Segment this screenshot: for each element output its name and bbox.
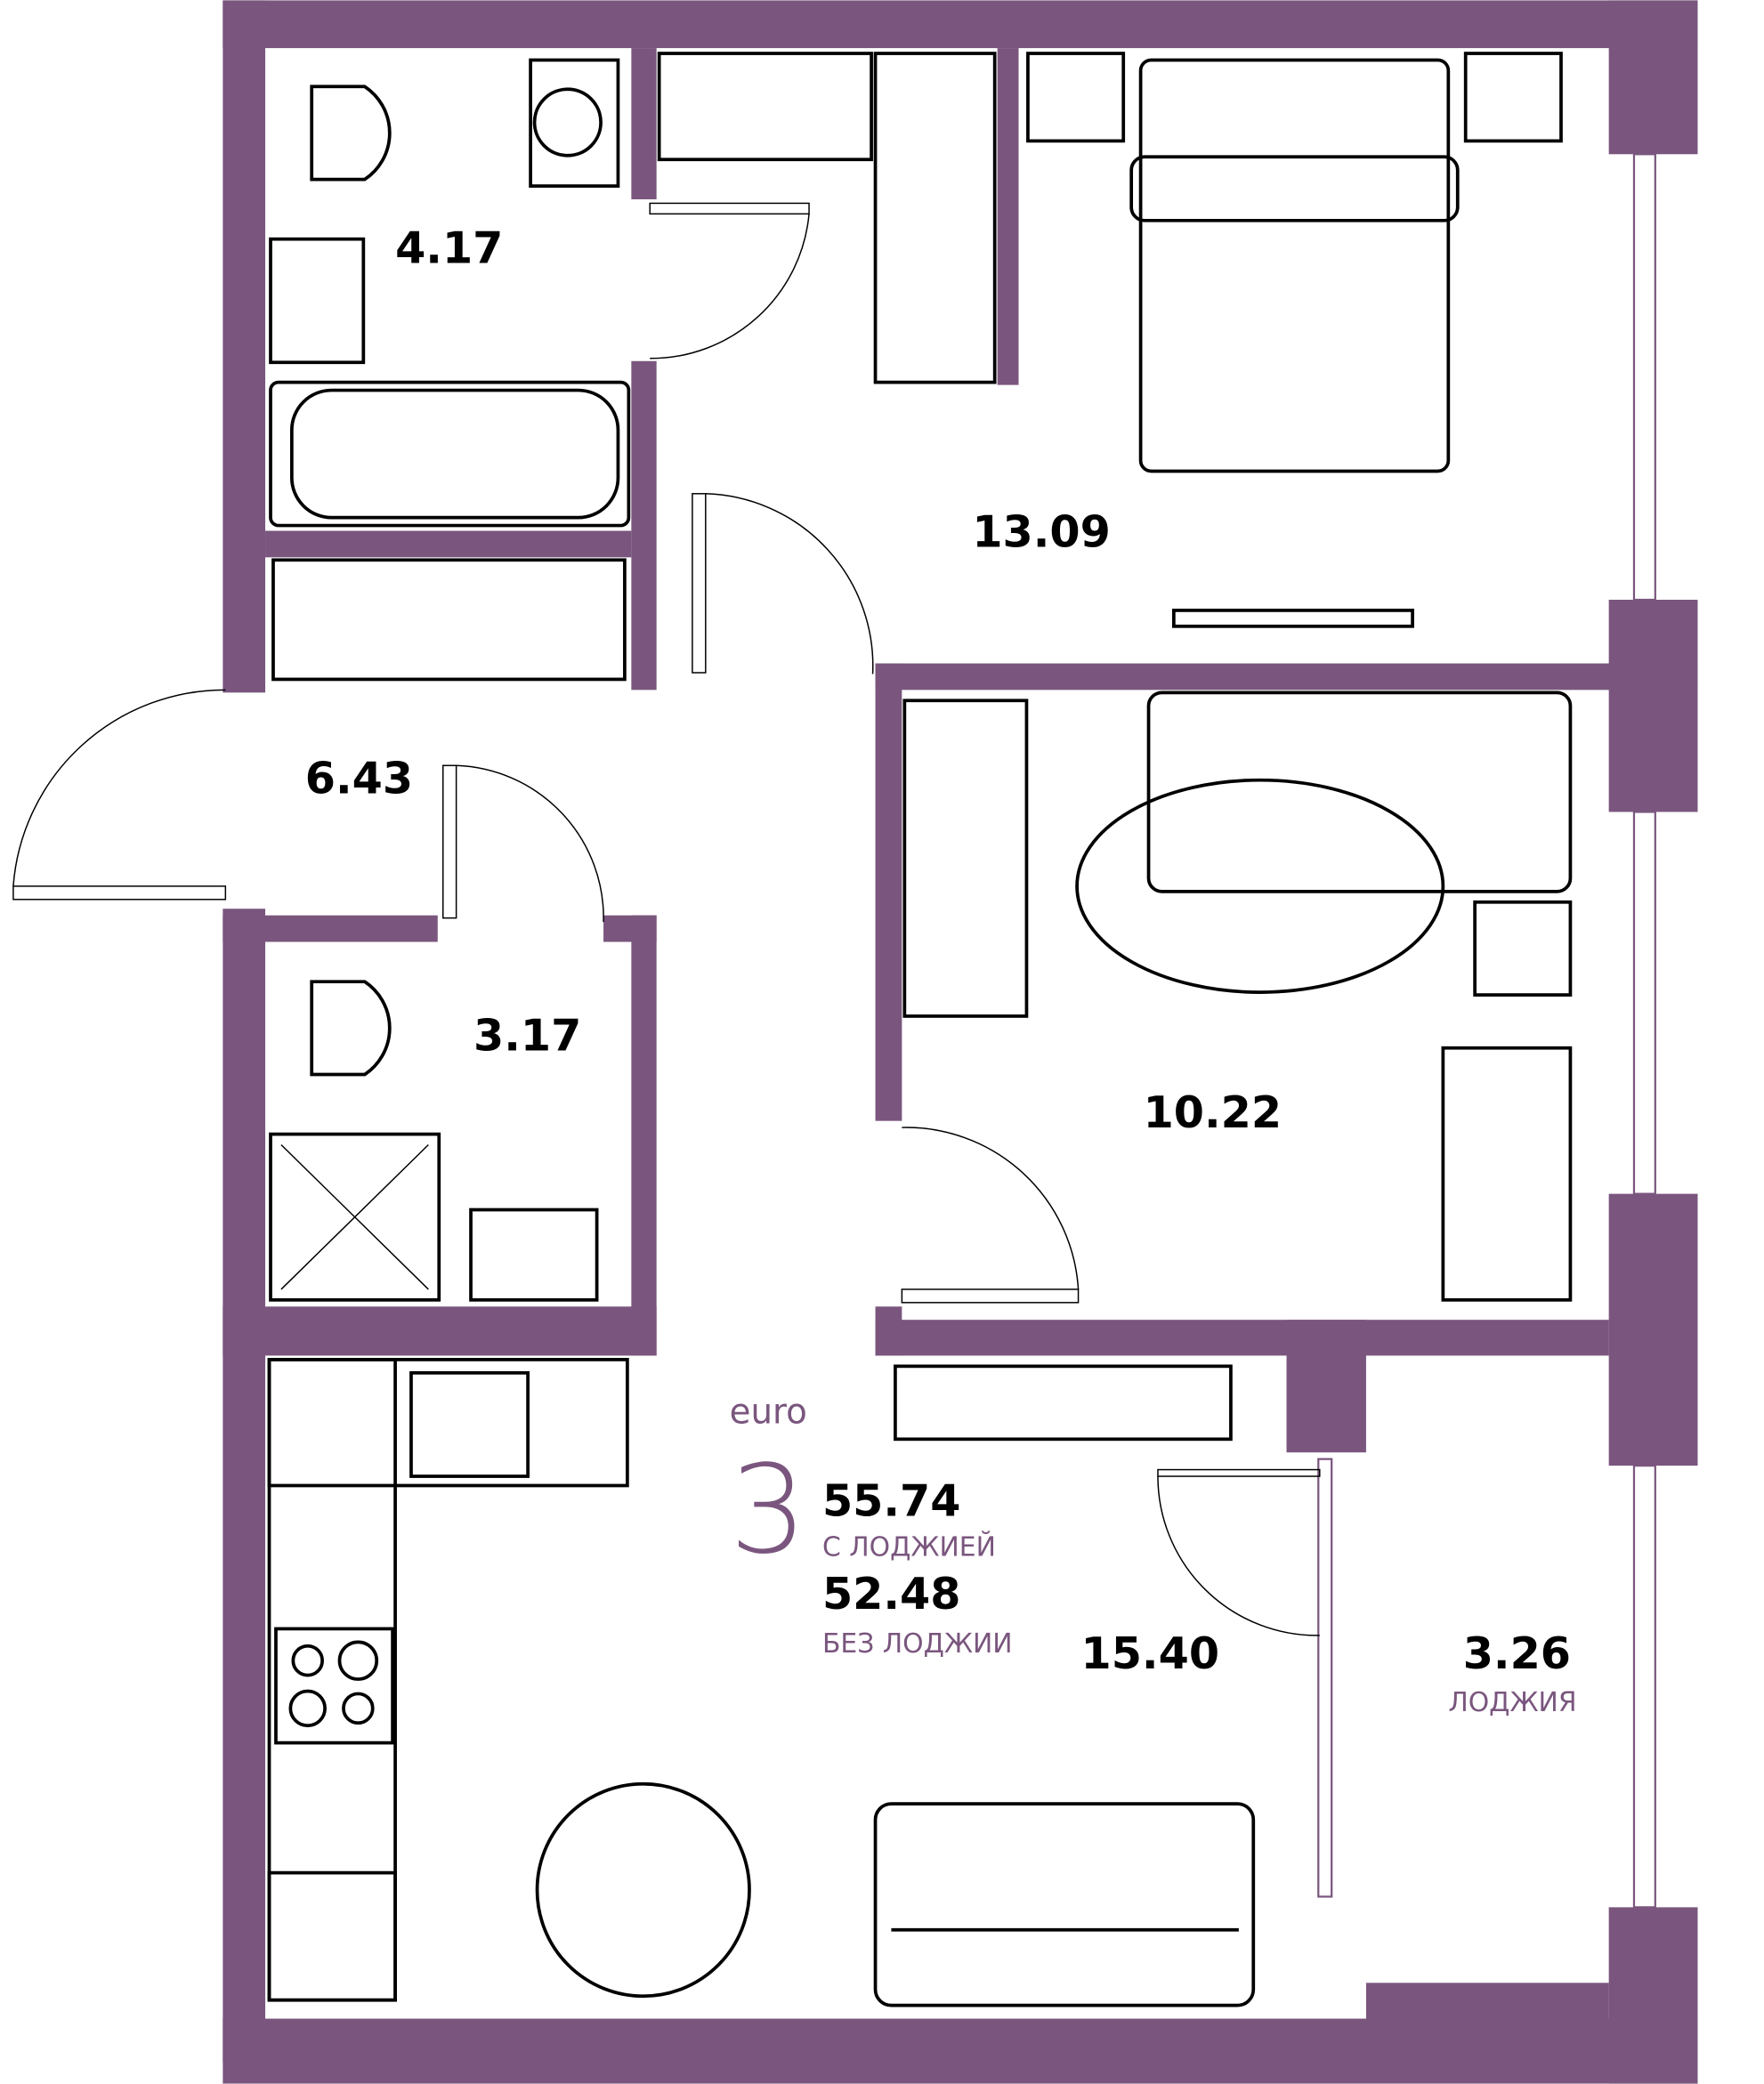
with-loggia-label: С ЛОДЖИЕЙ	[822, 1531, 996, 1563]
room-area-bathroom: 4.17	[395, 222, 503, 273]
total-with-loggia: 55.74	[822, 1475, 960, 1527]
kitchen	[267, 1358, 1233, 2002]
total-without-loggia: 52.48	[822, 1568, 960, 1620]
room-area-hall: 6.43	[305, 753, 413, 804]
bed-main	[1026, 52, 1563, 628]
wardrobes	[271, 52, 1029, 1018]
room-area-bedroom-main: 13.09	[972, 505, 1111, 557]
room-area-bedroom-second: 10.22	[1144, 1086, 1283, 1138]
bed-second	[1075, 691, 1573, 1302]
wc-fixtures	[269, 980, 599, 1302]
room-area-kitchen-living: 15.40	[1081, 1628, 1220, 1679]
without-loggia-label: БЕЗ ЛОДЖИИ	[822, 1628, 1013, 1660]
walls	[223, 0, 1698, 2084]
doors	[12, 202, 1321, 1636]
rooms-count: 3	[730, 1440, 807, 1581]
room-area-loggia: 3.26	[1463, 1628, 1571, 1679]
loggia-label: ЛОДЖИЯ	[1448, 1687, 1576, 1718]
windows	[1317, 153, 1656, 1909]
room-area-wc: 3.17	[473, 1010, 581, 1062]
sofa	[873, 1802, 1256, 2007]
type-label: euro	[730, 1392, 807, 1432]
bathroom-fixtures	[269, 58, 631, 528]
